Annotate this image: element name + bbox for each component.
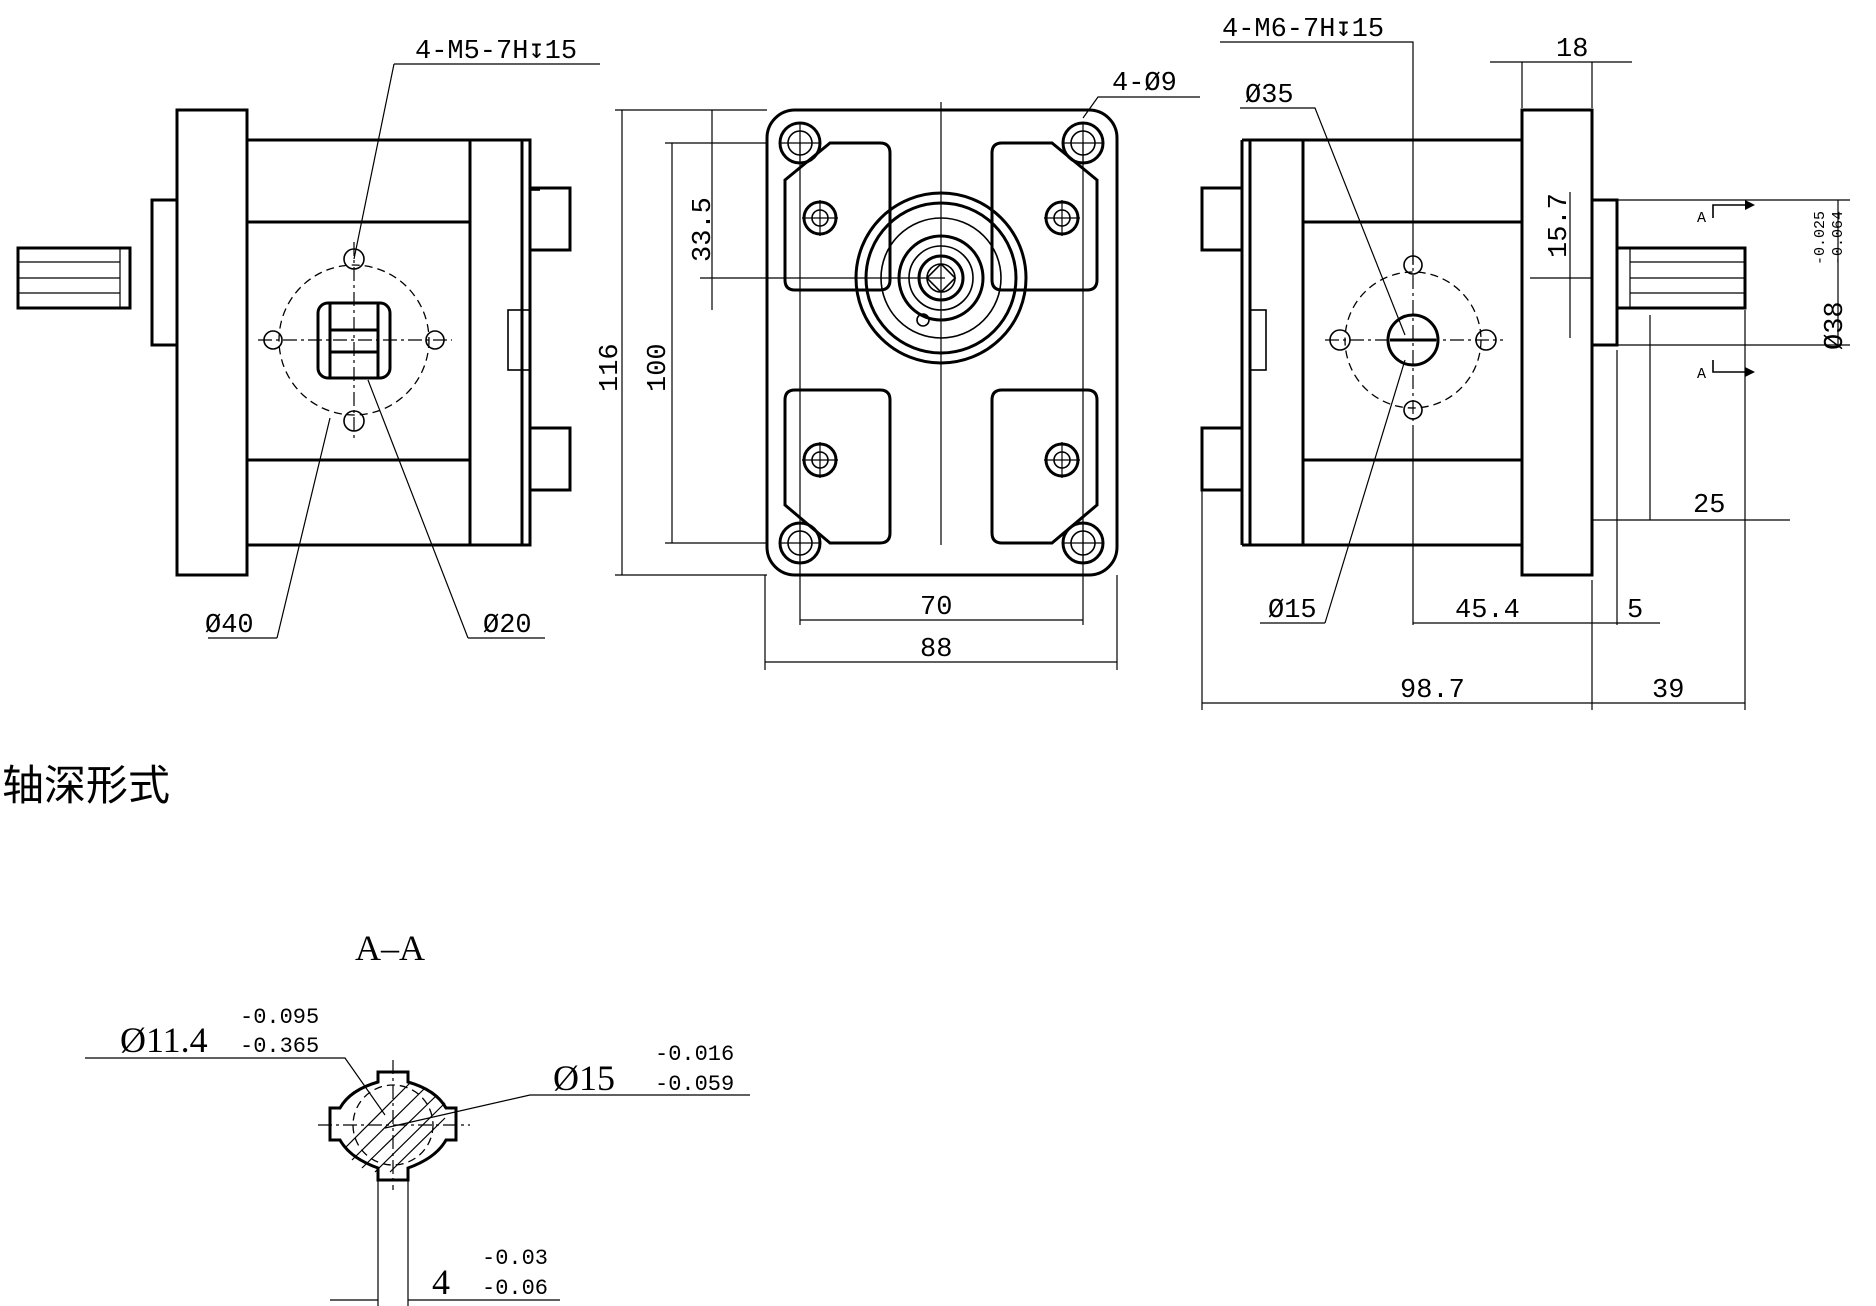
- section-mark-bottom: A: [1697, 366, 1706, 383]
- dim-33-5: 33.5: [689, 197, 719, 262]
- section-minor-tol-lower: -0.365: [240, 1034, 319, 1059]
- shaft-type-title: 轴深形式: [2, 761, 170, 810]
- section-key-tol-upper: -0.03: [482, 1246, 548, 1271]
- section-major-tol-upper: -0.016: [655, 1042, 734, 1067]
- dim-25: 25: [1693, 491, 1725, 521]
- right-view: 4-M6-7H↧15 18 Ø35 15.7 -0.025 -0.064 Ø38…: [1200, 15, 1851, 710]
- dim-98-7: 98.7: [1400, 676, 1465, 706]
- front-d20-label: Ø20: [483, 611, 532, 641]
- section-a-a: A–A Ø11.4 -0.095 -0.365 Ø15 -0.016 -0.05…: [85, 928, 750, 1306]
- dim-5: 5: [1627, 596, 1643, 626]
- section-minor-tol-upper: -0.095: [240, 1005, 319, 1030]
- dim-100: 100: [644, 343, 674, 392]
- middle-view: 4-Ø9 33.5 116 100 70 88: [596, 69, 1200, 670]
- shaft-tol-upper: -0.025: [1812, 211, 1829, 265]
- front-thread-label: 4-M5-7H↧15: [415, 37, 577, 67]
- dim-70: 70: [920, 593, 952, 623]
- front-d40-label: Ø40: [205, 611, 254, 641]
- dim-15-7: 15.7: [1545, 193, 1575, 258]
- dim-116: 116: [596, 343, 626, 392]
- section-key-tol-lower: -0.06: [482, 1276, 548, 1301]
- dim-45-4: 45.4: [1455, 596, 1520, 626]
- section-mark-top: A: [1697, 210, 1706, 227]
- dim-39: 39: [1652, 676, 1684, 706]
- bolt-holes: [802, 200, 1080, 478]
- dim-88: 88: [920, 635, 952, 665]
- left-view: 4-M5-7H↧15 Ø40 Ø20: [16, 37, 600, 641]
- section-major-dia: Ø15: [553, 1058, 615, 1098]
- section-title: A–A: [355, 928, 425, 968]
- dim-18: 18: [1556, 35, 1588, 65]
- rear-d35-label: Ø35: [1245, 81, 1294, 111]
- rear-thread-label: 4-M6-7H↧15: [1222, 15, 1384, 45]
- section-minor-dia: Ø11.4: [120, 1020, 208, 1060]
- section-key-width: 4: [432, 1262, 450, 1302]
- flange-holes-label: 4-Ø9: [1112, 69, 1177, 99]
- shaft-d38-label: Ø38: [1821, 301, 1851, 350]
- rear-d15-label: Ø15: [1268, 596, 1317, 626]
- section-major-tol-lower: -0.059: [655, 1072, 734, 1097]
- shaft-tol-lower: -0.064: [1830, 211, 1847, 265]
